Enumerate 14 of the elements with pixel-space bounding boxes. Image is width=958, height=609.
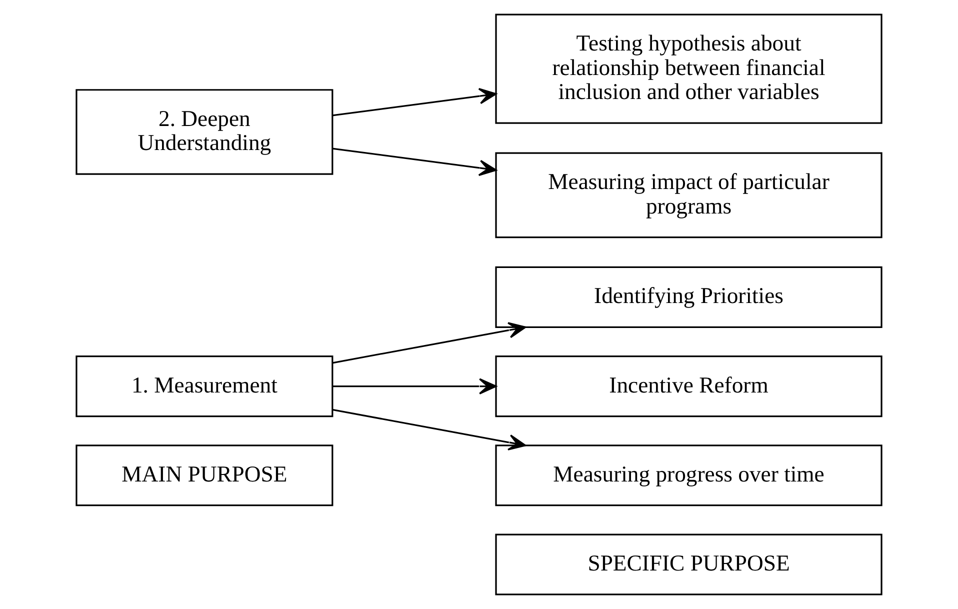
node-box: Incentive Reform xyxy=(495,356,882,418)
arrow xyxy=(332,408,526,450)
node-box: Measuring impact of particular programs xyxy=(495,152,882,238)
arrow xyxy=(332,322,526,364)
node-box: MAIN PURPOSE xyxy=(76,444,334,506)
node-box: 1. Measurement xyxy=(76,356,334,418)
node-box: Identifying Priorities xyxy=(495,266,882,328)
node-box: Testing hypothesis about relationship between financial inclusion and other variables xyxy=(495,14,882,124)
node-box: SPECIFIC PURPOSE xyxy=(495,534,882,596)
arrow xyxy=(332,88,497,116)
arrow xyxy=(332,378,497,394)
arrow xyxy=(332,148,497,176)
node-box: 2. Deepen Understanding xyxy=(76,89,334,175)
node-box: Measuring progress over time xyxy=(495,444,882,506)
